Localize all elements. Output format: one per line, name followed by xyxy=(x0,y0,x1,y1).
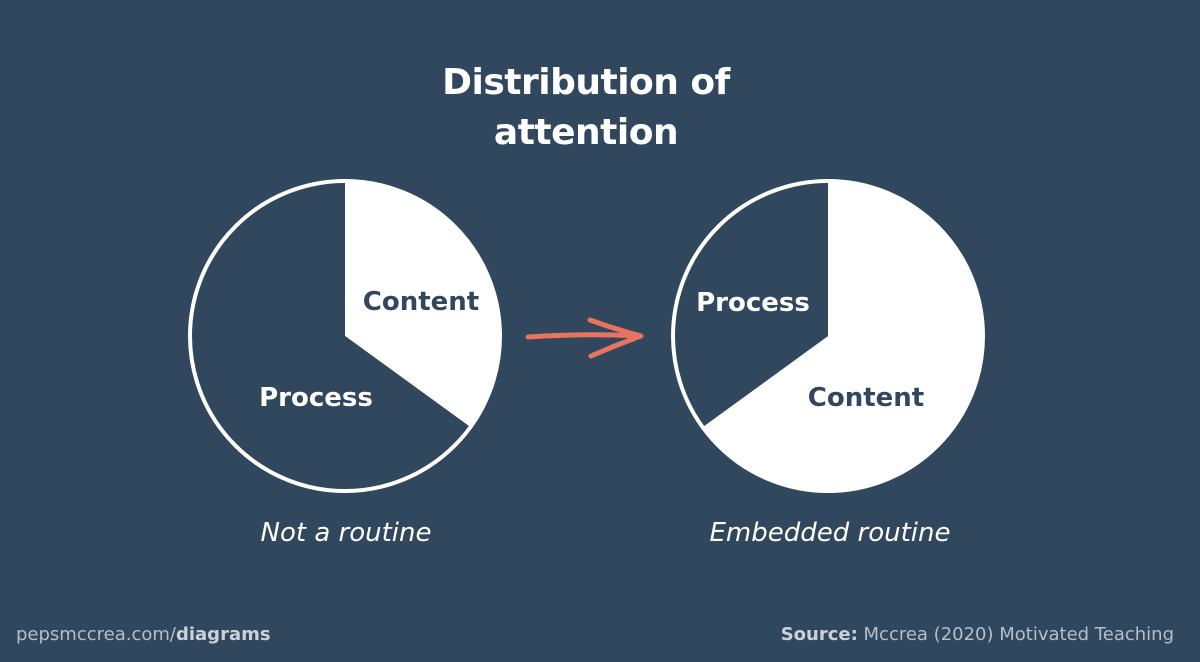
footer-site-bold: diagrams xyxy=(175,624,271,645)
caption-not-a-routine: Not a routine xyxy=(260,518,432,548)
arrow-right-icon xyxy=(525,317,644,359)
pie-label-process: Process xyxy=(259,383,373,413)
pie-label-content: Content xyxy=(808,383,924,413)
pie-slice-process xyxy=(190,181,471,491)
pie-outline xyxy=(188,179,502,493)
footer-source-text: Mccrea (2020) Motivated Teaching xyxy=(857,624,1174,645)
pie-label-content: Content xyxy=(363,287,479,317)
page-title: Distribution of attention xyxy=(400,58,772,158)
title-line-2: attention xyxy=(493,112,679,153)
pie-not-a-routine: Content Process xyxy=(188,179,502,493)
pie-slice-content xyxy=(345,181,501,428)
pie-outline xyxy=(671,179,985,493)
footer-source: Source: Mccrea (2020) Motivated Teaching xyxy=(781,624,1174,645)
caption-embedded-routine: Embedded routine xyxy=(709,518,951,548)
pie-embedded-routine: Process Content xyxy=(671,179,985,493)
pie-label-process: Process xyxy=(696,288,810,318)
pie-slice-process xyxy=(672,180,828,428)
pie-slice-content xyxy=(702,181,983,491)
footer-site-link[interactable]: pepsmccrea.com/diagrams xyxy=(16,624,271,645)
footer-source-label: Source: xyxy=(780,624,858,645)
title-line-1: Distribution of xyxy=(442,62,730,103)
footer-site: pepsmccrea.com/ xyxy=(16,624,176,645)
